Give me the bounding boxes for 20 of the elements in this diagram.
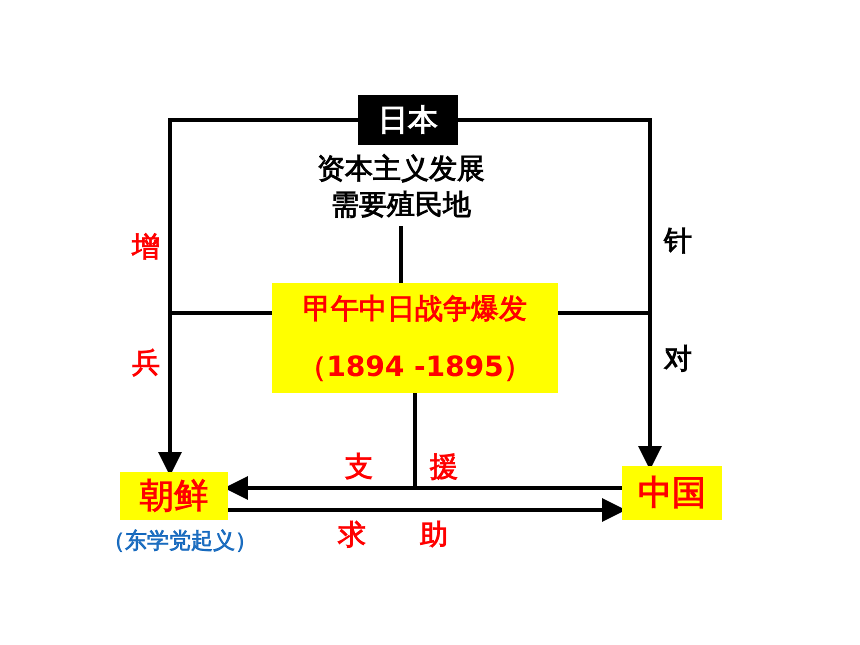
side-label: 增 xyxy=(132,229,160,265)
side-label: 援 xyxy=(430,449,458,485)
label-box xyxy=(272,283,558,393)
label-box xyxy=(622,466,722,520)
label-box xyxy=(358,95,458,145)
node-text: 甲午中日战争爆发 xyxy=(303,290,527,327)
side-label: 求 xyxy=(338,517,366,553)
node-text: 日本 xyxy=(378,102,438,140)
side-label: 支 xyxy=(345,449,373,485)
side-label: 对 xyxy=(664,341,692,377)
node-text: 资本主义发展需要殖民地 xyxy=(316,150,486,223)
connector-line xyxy=(399,226,403,283)
side-label: 针 xyxy=(664,223,692,259)
label-box xyxy=(120,472,228,520)
side-label: 兵 xyxy=(132,345,160,381)
node-caption: （东学党起义） xyxy=(102,528,258,556)
side-label: 助 xyxy=(420,517,448,553)
node-text: 中国 xyxy=(638,472,706,515)
node-text: 朝鲜 xyxy=(140,474,208,518)
node-text: （1894 -1895） xyxy=(298,349,532,385)
